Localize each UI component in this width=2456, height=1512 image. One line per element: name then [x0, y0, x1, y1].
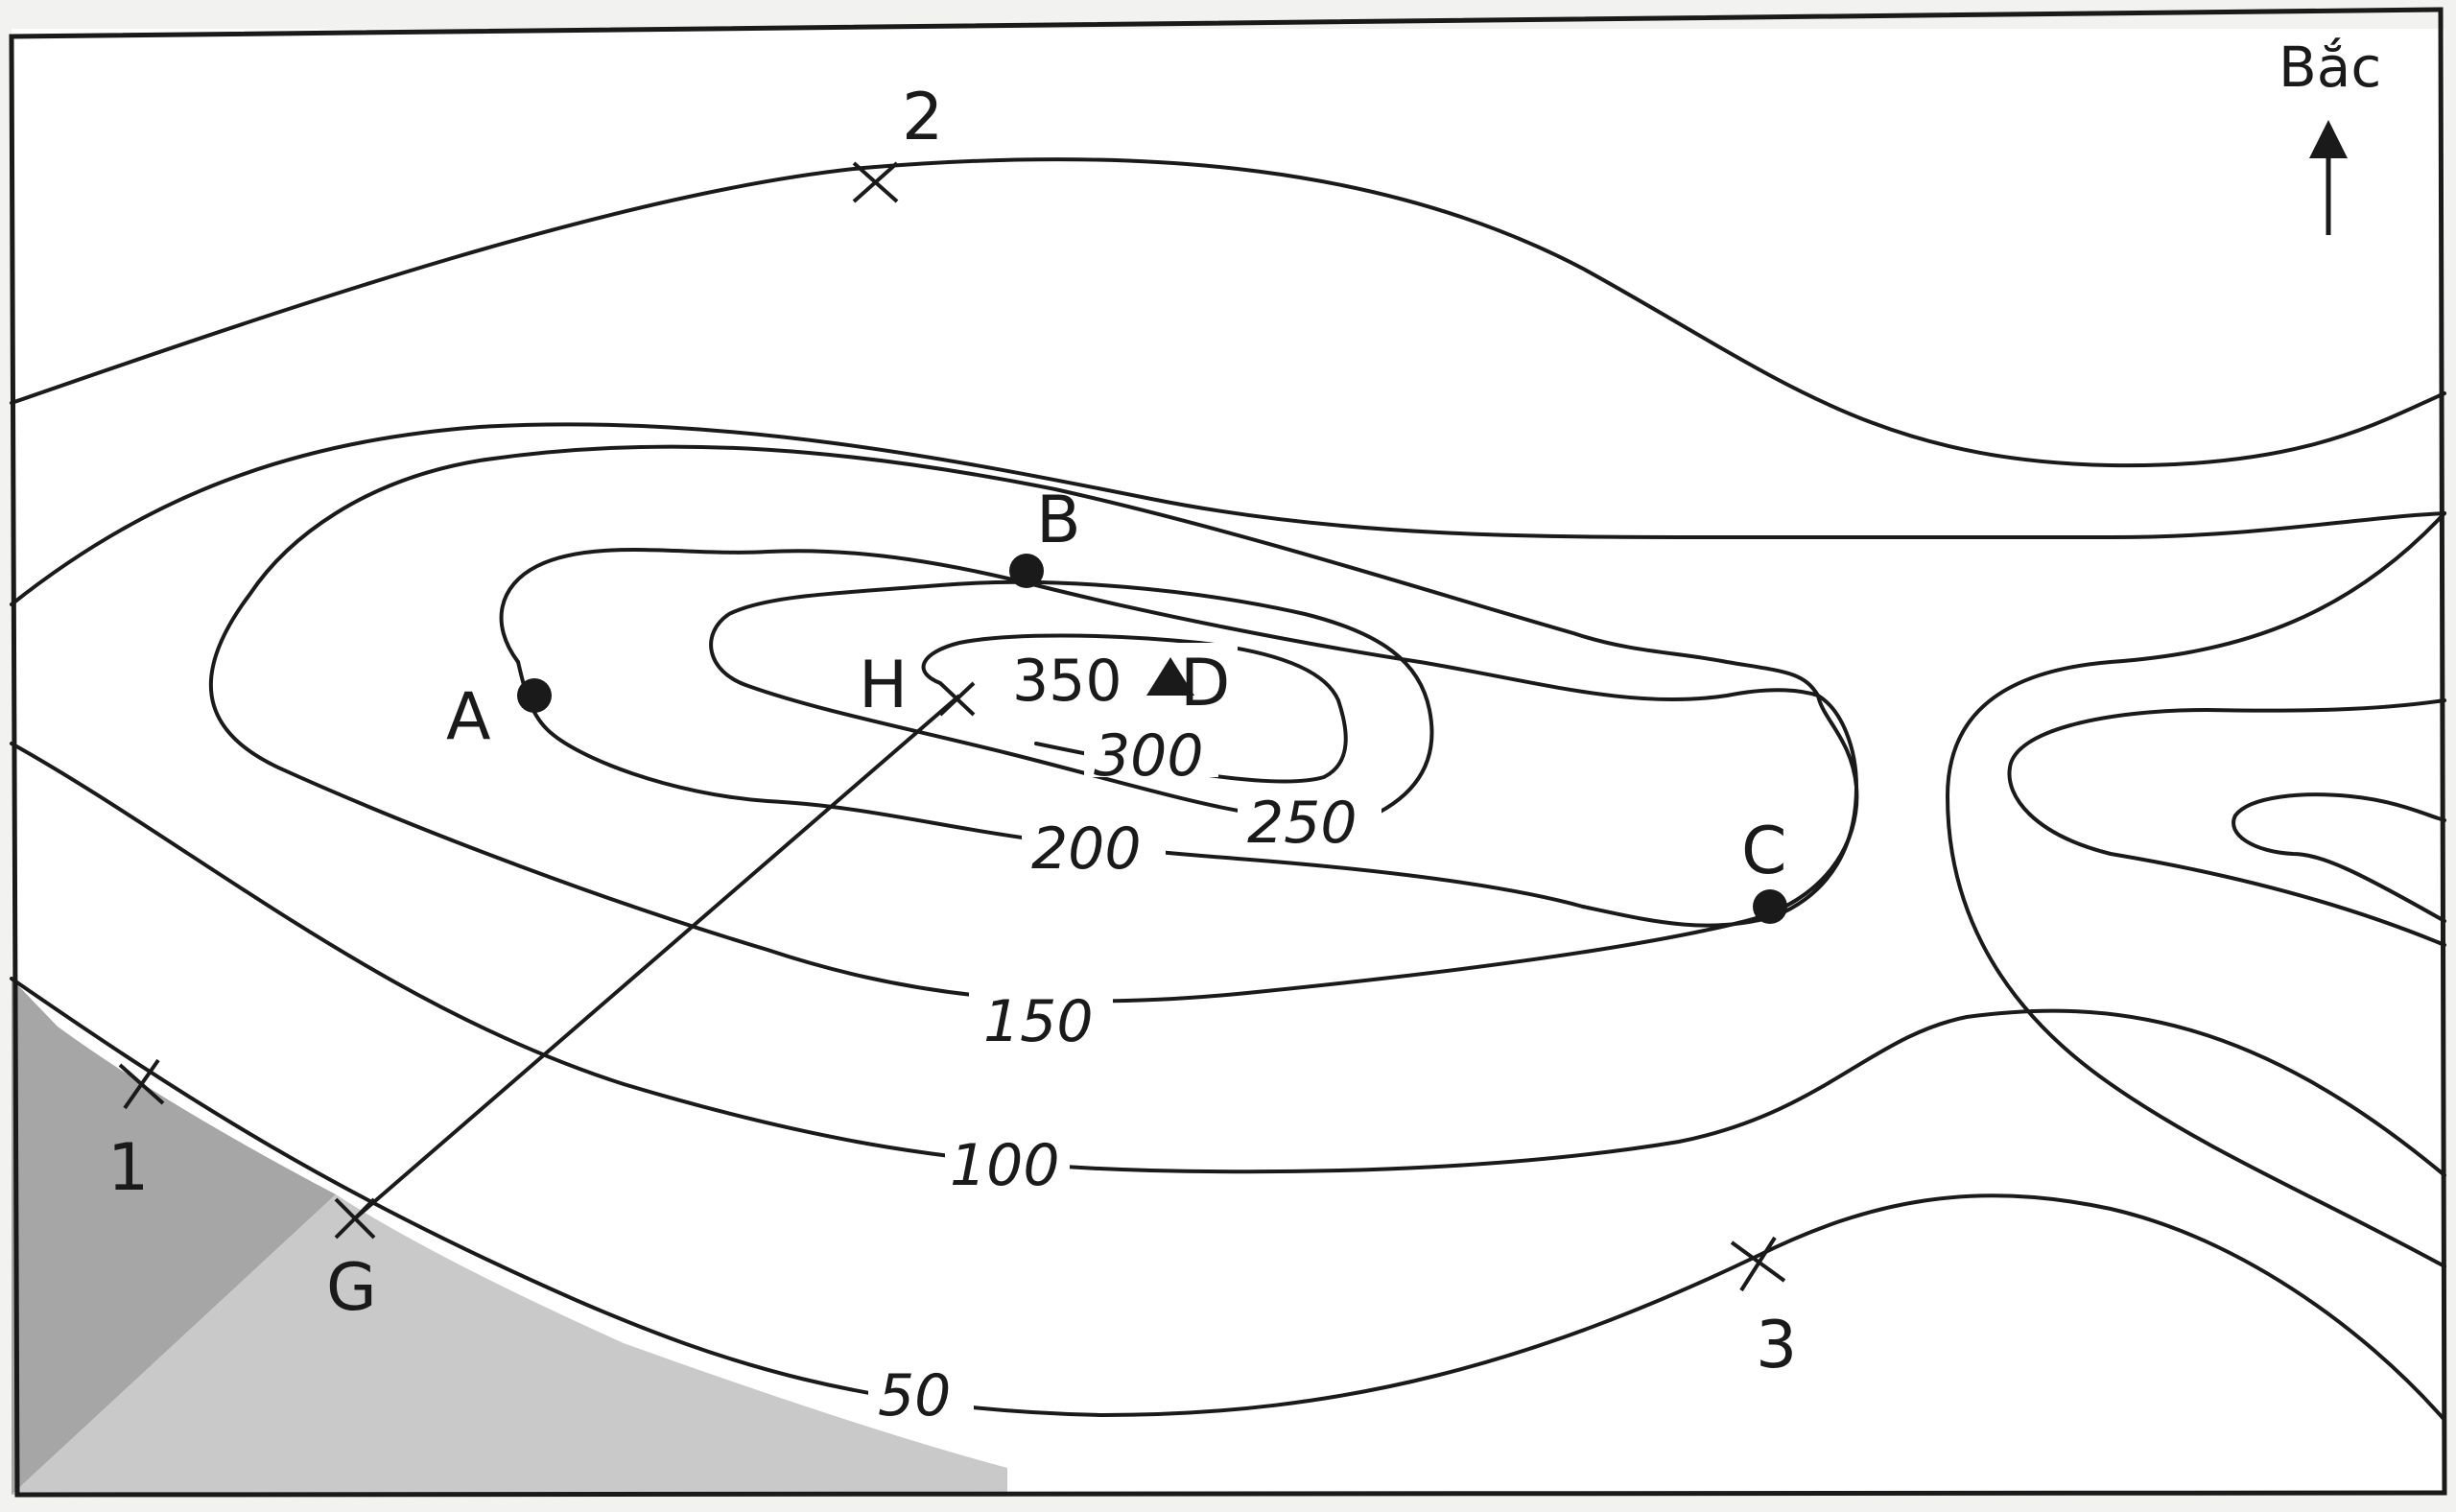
contour-100-east [1946, 511, 2446, 1268]
contour-200-right [516, 660, 1585, 909]
summit-label-d: D [1180, 646, 1230, 721]
marker-3-cross [1730, 1236, 1786, 1292]
point-h-marker [938, 681, 976, 717]
summit-elevation: 350 [1012, 648, 1122, 715]
shaded-lowland [12, 979, 336, 1495]
contour-300 [921, 633, 1348, 784]
point-g-marker [334, 1197, 376, 1240]
contour-50 [10, 977, 2446, 1422]
point-a-dot [517, 678, 552, 713]
point-b-dot [1009, 554, 1044, 588]
point-b-label: B [1036, 483, 1081, 558]
marker-3-label: 3 [1756, 1308, 1797, 1383]
north-label: Bắc [2279, 35, 2381, 100]
contour-label-50: 50 [878, 1362, 951, 1429]
contour-200 [499, 548, 1858, 928]
shaded-lowland-fade [12, 1194, 1007, 1495]
map-frame [9, 7, 2447, 1498]
contour-250 [709, 579, 1434, 822]
contour-150 [10, 422, 2446, 606]
point-c-label: C [1741, 814, 1786, 889]
north-arrow-icon [2309, 120, 2348, 235]
point-c-dot [1753, 889, 1787, 924]
contour-label-250: 250 [1247, 790, 1358, 857]
marker-1-cross [118, 1058, 165, 1110]
contour-label-200: 200 [1031, 815, 1142, 883]
profile-line-g-h [353, 694, 961, 1220]
marker-1-label: 1 [107, 1130, 149, 1206]
triangle-summit-icon [1146, 657, 1194, 696]
contour-east-inner [2232, 792, 2446, 923]
marker-2-label: 2 [902, 80, 943, 155]
point-h-label: H [859, 648, 908, 723]
point-g-label: G [326, 1250, 377, 1326]
contour-label-100: 100 [950, 1132, 1060, 1199]
contour-label-300: 300 [1094, 722, 1204, 790]
contour-label-150: 150 [983, 988, 1094, 1055]
marker-2-cross [852, 161, 899, 203]
contour-top [10, 157, 2446, 468]
contour-150-east-inner [2007, 698, 2446, 947]
point-a-label: A [446, 679, 491, 755]
